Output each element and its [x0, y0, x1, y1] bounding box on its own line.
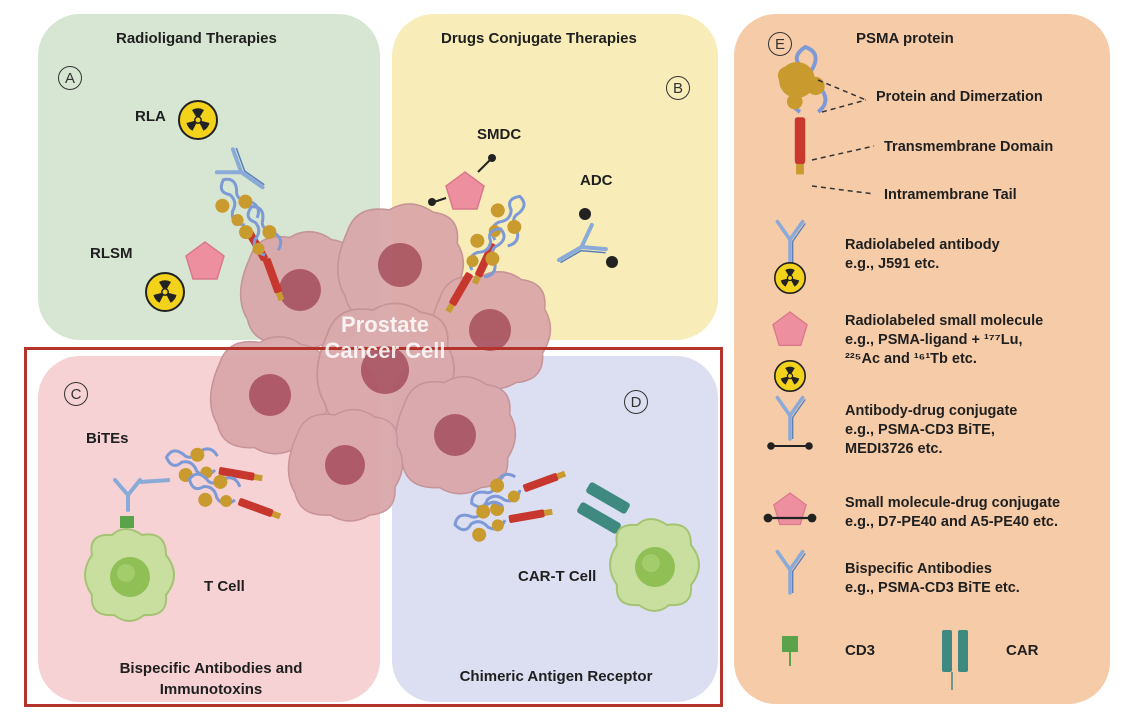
legend-item-line: Antibody-drug conjugate — [845, 403, 1018, 419]
label-rla: RLA — [135, 108, 166, 125]
psma-part-intramembrane: Intramembrane Tail — [884, 187, 1017, 203]
label-t-cell: T Cell — [204, 578, 245, 595]
highlight-frame — [24, 347, 723, 707]
panel-c-letter: C — [64, 382, 88, 406]
legend-item-line: MEDI3726 etc. — [845, 441, 943, 457]
legend-item-line: e.g., PSMA-CD3 BiTE, — [845, 422, 995, 438]
legend-item-radiolabeled-antibody: Radiolabeled antibody e.g., J591 etc. — [845, 236, 1000, 274]
center-label: Prostate Cancer Cell — [300, 312, 470, 364]
label-car-t-cell: CAR-T Cell — [518, 568, 597, 585]
legend-item-radiolabeled-small-molecule: Radiolabeled small molecule e.g., PSMA-l… — [845, 312, 1043, 369]
legend-item-small-molecule-drug-conjugate: Small molecule-drug conjugate e.g., D7-P… — [845, 494, 1060, 532]
legend-item-line: Small molecule-drug conjugate — [845, 495, 1061, 511]
psma-part-dimerization: Protein and Dimerzation — [876, 89, 1043, 105]
label-adc: ADC — [580, 172, 613, 189]
panel-a-title: Radioligand Therapies — [116, 30, 277, 47]
panel-b-letter: B — [666, 76, 690, 100]
legend-item-line: ²²⁵Ac and ¹⁶¹Tb etc. — [845, 351, 977, 367]
panel-a-letter: A — [58, 66, 82, 90]
legend-item-antibody-drug-conjugate: Antibody-drug conjugate e.g., PSMA-CD3 B… — [845, 402, 1017, 459]
psma-part-transmembrane: Transmembrane Domain — [884, 139, 1054, 155]
panel-e-letter: E — [768, 32, 792, 56]
legend-item-line: e.g., PSMA-ligand + ¹⁷⁷Lu, — [845, 332, 1023, 348]
center-line2: Cancer Cell — [324, 338, 446, 363]
legend-item-bispecific-antibodies: Bispecific Antibodies e.g., PSMA-CD3 BiT… — [845, 560, 1020, 598]
panel-b-title: Drugs Conjugate Therapies — [441, 30, 637, 47]
legend-item-line: e.g., D7-PE40 and A5-PE40 etc. — [845, 514, 1059, 530]
legend-item-line: e.g., PSMA-CD3 BiTE etc. — [845, 580, 1020, 596]
panel-d-letter: D — [624, 390, 648, 414]
label-rlsm: RLSM — [90, 245, 133, 262]
label-bites: BiTEs — [86, 430, 129, 447]
legend-item-line: Radiolabeled antibody — [845, 237, 1000, 253]
panel-d-title: Chimeric Antigen Receptor — [459, 668, 653, 685]
panel-c-title: Bispecific Antibodies and Immunotoxins — [92, 658, 330, 700]
legend-car: CAR — [1006, 642, 1039, 659]
legend-item-line: e.g., J591 etc. — [845, 256, 940, 272]
center-line1: Prostate — [340, 312, 430, 337]
legend-title: PSMA protein — [856, 30, 954, 47]
legend-item-line: Bispecific Antibodies — [845, 561, 992, 577]
label-smdc: SMDC — [477, 126, 522, 143]
legend-item-line: Radiolabeled small molecule — [845, 313, 1044, 329]
panel-c-title-line2: Immunotoxins — [159, 681, 263, 698]
legend-cd3: CD3 — [845, 642, 876, 659]
panel-c-title-line1: Bispecific Antibodies and — [119, 660, 303, 677]
